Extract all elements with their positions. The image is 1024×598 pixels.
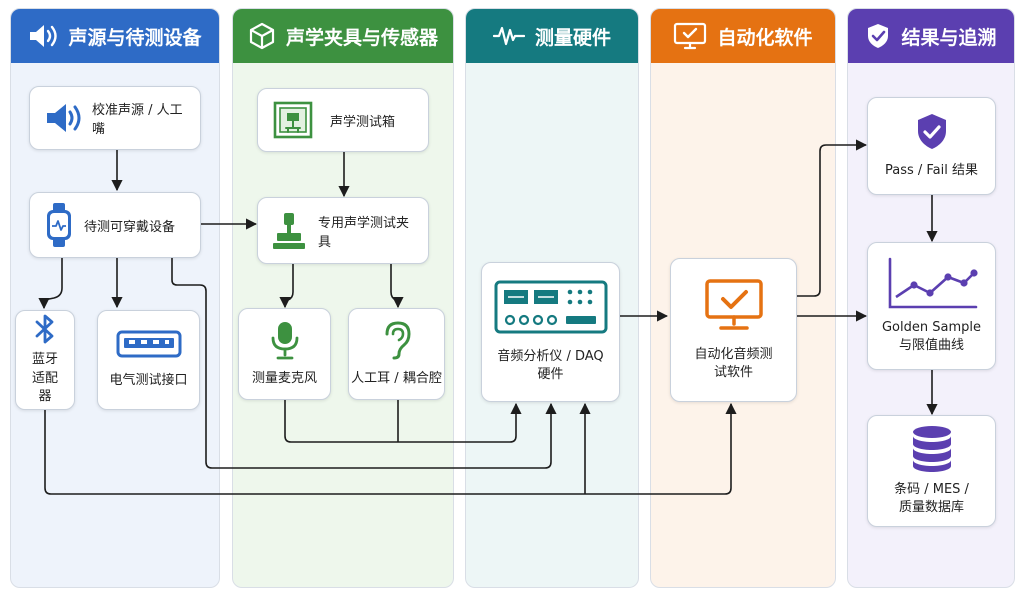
speaker-icon — [47, 104, 81, 132]
lane-header-result: 结果与追溯 — [848, 9, 1014, 63]
calibrated-source-node: 校准声源 / 人工嘴 — [29, 86, 201, 150]
wire-fixture-to-ear — [390, 264, 404, 309]
node-label: 条码 / MES / 质量数据库 — [894, 481, 969, 515]
wire-mic-ear-to-analyzer — [284, 400, 522, 443]
wire-dut-to-analyzer — [171, 258, 557, 469]
lane-title: 测量硬件 — [534, 26, 611, 49]
node-label: 自动化音频测试软件 — [694, 346, 773, 380]
node-label: 人工耳 / 耦合腔 — [351, 370, 442, 386]
shield-check-icon — [868, 24, 889, 48]
waveform-icon — [492, 26, 525, 46]
database-node: 条码 / MES / 质量数据库 — [867, 415, 996, 527]
monitor-check-icon — [674, 22, 707, 50]
pass-fail-node: Pass / Fail 结果 — [867, 97, 996, 195]
node-label: 声学测试箱 — [330, 114, 396, 130]
wire-software-to-passfail — [797, 139, 868, 297]
database-icon — [912, 425, 951, 472]
acoustic-box-node: 声学测试箱 — [257, 88, 429, 152]
microphone-icon — [271, 321, 298, 360]
lane-header-source: 声源与待测设备 — [11, 9, 219, 63]
bluetooth-adapter-node: 蓝牙适配器 — [15, 310, 75, 410]
electrical-interface-node: 电气测试接口 — [97, 310, 200, 410]
node-label: 待测可穿戴设备 — [84, 219, 176, 235]
automation-software-node: 自动化音频测试软件 — [670, 258, 797, 402]
usb-connector-icon — [116, 330, 181, 358]
node-label: Pass / Fail 结果 — [884, 162, 979, 178]
golden-sample-node: Golden Sample 与限值曲线 — [867, 242, 996, 370]
node-label: 专用声学测试夹具 — [318, 215, 410, 250]
node-label: 测量麦克风 — [251, 370, 317, 386]
node-label: 校准声源 / 人工嘴 — [92, 103, 183, 137]
audio-analyzer-node: 音频分析仪 / DAQ 硬件 — [481, 262, 620, 402]
wire-bluetooth-to-software — [44, 402, 737, 495]
analyzer-icon — [494, 280, 607, 334]
wire-fixture-to-mic — [279, 264, 294, 309]
smartwatch-icon — [47, 203, 71, 247]
cube-icon — [249, 22, 275, 50]
fixture-clamp-icon — [273, 212, 305, 249]
node-label: 蓝牙适配器 — [31, 351, 58, 405]
lane-title: 声源与待测设备 — [68, 26, 202, 49]
wearable-dut-node: 待测可穿戴设备 — [29, 192, 201, 258]
lane-header-hardware: 测量硬件 — [466, 9, 638, 63]
line-graph-icon — [888, 257, 978, 309]
acoustic-fixture-node: 专用声学测试夹具 — [257, 197, 429, 264]
shield-check-icon — [917, 113, 946, 149]
measurement-mic-node: 测量麦克风 — [238, 308, 331, 400]
ear-icon — [385, 321, 411, 360]
node-label: 音频分析仪 / DAQ 硬件 — [497, 348, 604, 382]
lane-header-fixture: 声学夹具与传感器 — [233, 9, 453, 63]
monitor-check-icon — [704, 279, 763, 330]
bluetooth-icon — [35, 314, 54, 344]
lane-title: 自动化软件 — [717, 26, 813, 49]
test-box-icon — [273, 101, 313, 139]
node-label: 电气测试接口 — [109, 372, 188, 388]
lane-title: 声学夹具与传感器 — [285, 26, 438, 49]
speaker-icon — [30, 25, 58, 47]
lane-header-software: 自动化软件 — [651, 9, 835, 63]
lane-title: 结果与追溯 — [901, 26, 997, 49]
wire-dut-to-bluetooth — [38, 258, 63, 310]
node-label: Golden Sample 与限值曲线 — [881, 319, 981, 353]
artificial-ear-node: 人工耳 / 耦合腔 — [348, 308, 445, 400]
